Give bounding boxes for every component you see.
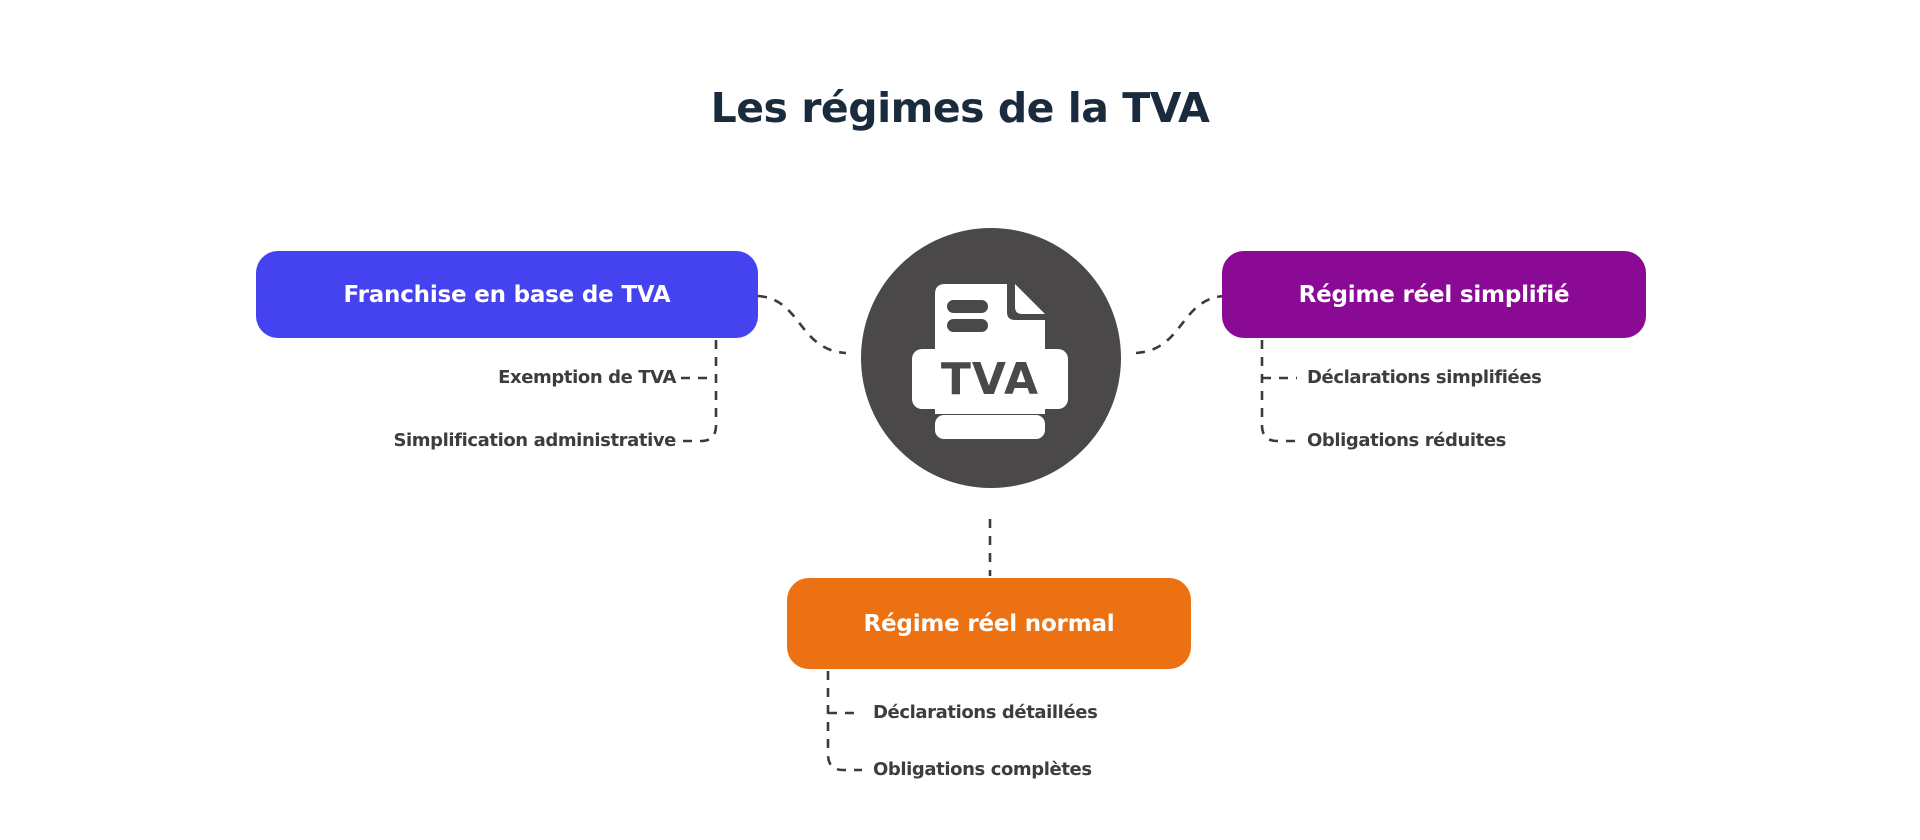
branch-box-franchise: Franchise en base de TVA [256, 251, 758, 338]
branch-label-regime-reel-normal: Régime réel normal [863, 610, 1115, 637]
bracket-normal-vertical [826, 671, 862, 772]
document-fold [1015, 284, 1045, 314]
connector-franchise-to-center [757, 294, 847, 355]
branch-label-regime-reel-simplifie: Régime réel simplifié [1298, 281, 1570, 308]
document-line-1 [947, 300, 988, 313]
tva-file-icon: TVA [861, 228, 1121, 488]
branch-box-regime-reel-simplifie: Régime réel simplifié [1222, 251, 1646, 338]
document-line-2 [947, 319, 988, 332]
branch-box-regime-reel-normal: Régime réel normal [787, 578, 1191, 669]
document-base-bar [935, 415, 1045, 439]
bracket-franchise-vertical [682, 340, 718, 443]
item-simplification-administrative: Simplification administrative [393, 430, 676, 451]
item-obligations-reduites: Obligations réduites [1307, 430, 1506, 451]
item-declarations-simplifiees: Déclarations simplifiées [1307, 367, 1542, 388]
tva-band [912, 349, 1068, 409]
tva-band-label: TVA [941, 354, 1039, 405]
item-exemption-tva: Exemption de TVA [498, 367, 676, 388]
connector-center-to-simplifie [1135, 294, 1225, 355]
item-obligations-completes: Obligations complètes [873, 759, 1092, 780]
center-circle: TVA [861, 228, 1121, 488]
branch-label-franchise: Franchise en base de TVA [343, 281, 671, 308]
bracket-simplifie-vertical [1260, 340, 1296, 443]
page-title: Les régimes de la TVA [710, 84, 1210, 132]
item-declarations-detaillees: Déclarations détaillées [873, 702, 1098, 723]
